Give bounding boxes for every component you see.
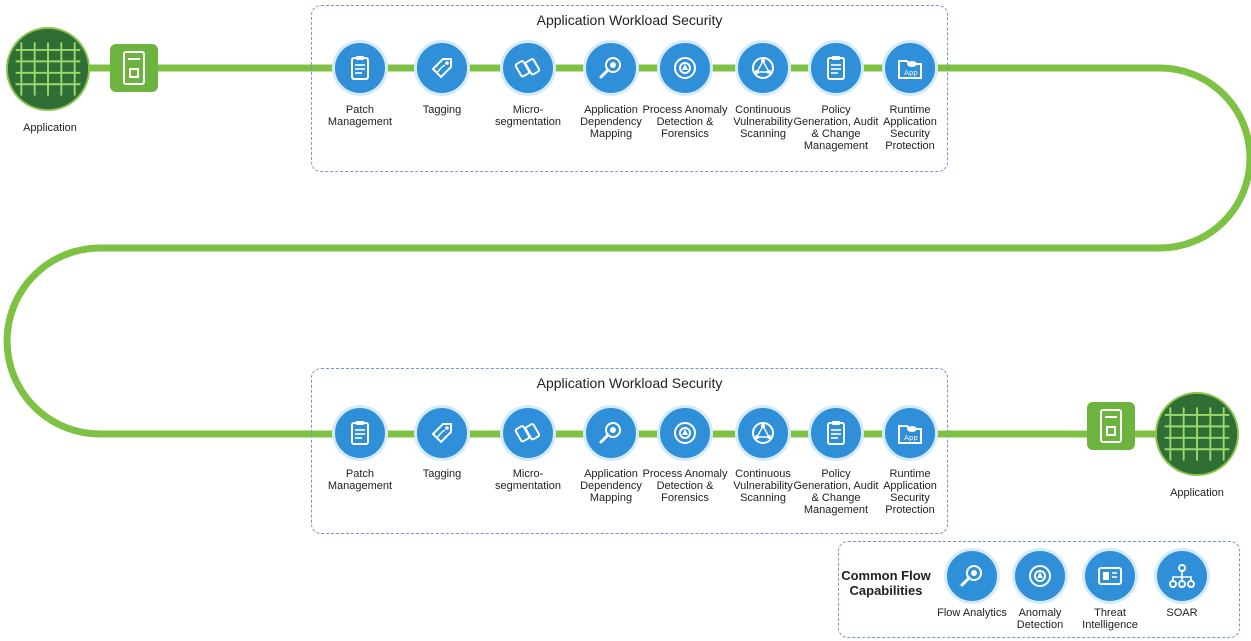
bottom-workload-security-box: Application Workload Security <box>311 368 948 534</box>
bottom-capability-node-7 <box>808 405 864 461</box>
left-application-image <box>6 27 90 111</box>
app-folder-icon: App <box>895 418 925 448</box>
common-flow-label-4: SOAR <box>1166 607 1198 619</box>
top-capability-label-2: Tagging <box>422 104 462 116</box>
top-capability-label-7: Policy Generation, Audit & Change Manage… <box>793 104 879 152</box>
common-flow-label-1: Flow Analytics <box>937 607 1007 619</box>
top-capability-node-5 <box>657 40 713 96</box>
clipboard-icon <box>821 418 851 448</box>
common-flow-label-2: Anomaly Detection <box>1016 607 1064 631</box>
magnifier-icon <box>596 418 626 448</box>
right-application-image <box>1155 392 1239 476</box>
clipboard-icon <box>345 418 375 448</box>
bottom-capability-node-2 <box>414 405 470 461</box>
top-capability-node-6 <box>735 40 791 96</box>
bottom-capability-label-6: Continuous Vulnerability Scanning <box>733 468 793 504</box>
common-flow-title: Common Flow Capabilities <box>841 568 931 598</box>
bottom-capability-label-2: Tagging <box>422 468 462 480</box>
common-flow-node-4 <box>1154 548 1210 604</box>
common-flow-node-3 <box>1082 548 1138 604</box>
top-workload-security-box: Application Workload Security <box>311 5 948 172</box>
bottom-capability-node-1 <box>332 405 388 461</box>
top-capability-label-6: Continuous Vulnerability Scanning <box>733 104 793 140</box>
anomaly-icon <box>670 53 700 83</box>
top-capability-label-3: Micro-segmentation <box>494 104 562 128</box>
left-server-icon <box>110 44 158 92</box>
top-capability-node-7 <box>808 40 864 96</box>
bottom-capability-label-1: Patch Management <box>327 468 393 492</box>
bottom-section-title: Application Workload Security <box>536 375 723 391</box>
top-capability-node-3 <box>500 40 556 96</box>
app-folder-icon: App <box>895 53 925 83</box>
top-capability-node-8: App <box>882 40 938 96</box>
svg-text:App: App <box>904 69 918 77</box>
tag-icon <box>427 418 457 448</box>
top-capability-label-1: Patch Management <box>327 104 393 128</box>
bottom-capability-label-3: Micro-segmentation <box>494 468 562 492</box>
top-capability-label-5: Process Anomaly Detection & Forensics <box>642 104 728 140</box>
bottom-capability-label-5: Process Anomaly Detection & Forensics <box>642 468 728 504</box>
network-icon <box>748 53 778 83</box>
common-flow-node-2 <box>1012 548 1068 604</box>
segmentation-icon <box>513 418 543 448</box>
top-capability-label-4: Application Dependency Mapping <box>580 104 642 140</box>
common-flow-node-1 <box>944 548 1000 604</box>
bottom-capability-node-3 <box>500 405 556 461</box>
right-server-icon <box>1087 402 1135 450</box>
clipboard-icon <box>821 53 851 83</box>
bottom-capability-label-8: Runtime Application Security Protection <box>883 468 937 516</box>
bottom-capability-label-4: Application Dependency Mapping <box>580 468 642 504</box>
left-application-label: Application <box>23 122 77 134</box>
anomaly-icon <box>670 418 700 448</box>
top-capability-node-2 <box>414 40 470 96</box>
bottom-capability-node-8: App <box>882 405 938 461</box>
network-icon <box>748 418 778 448</box>
segmentation-icon <box>513 53 543 83</box>
clipboard-icon <box>345 53 375 83</box>
tag-icon <box>427 53 457 83</box>
top-capability-node-1 <box>332 40 388 96</box>
bottom-capability-node-6 <box>735 405 791 461</box>
hierarchy-icon <box>1167 561 1197 591</box>
top-capability-label-8: Runtime Application Security Protection <box>883 104 937 152</box>
top-section-title: Application Workload Security <box>536 12 723 28</box>
common-flow-label-3: Threat Intelligence <box>1082 607 1138 631</box>
common-flow-box <box>838 541 1240 638</box>
top-capability-node-4 <box>583 40 639 96</box>
svg-text:App: App <box>904 434 918 442</box>
bottom-capability-node-5 <box>657 405 713 461</box>
dashboard-icon <box>1095 561 1125 591</box>
magnifier-icon <box>596 53 626 83</box>
right-application-label: Application <box>1170 487 1224 499</box>
bottom-capability-label-7: Policy Generation, Audit & Change Manage… <box>793 468 879 516</box>
bottom-capability-node-4 <box>583 405 639 461</box>
anomaly-icon <box>1025 561 1055 591</box>
magnifier-icon <box>957 561 987 591</box>
